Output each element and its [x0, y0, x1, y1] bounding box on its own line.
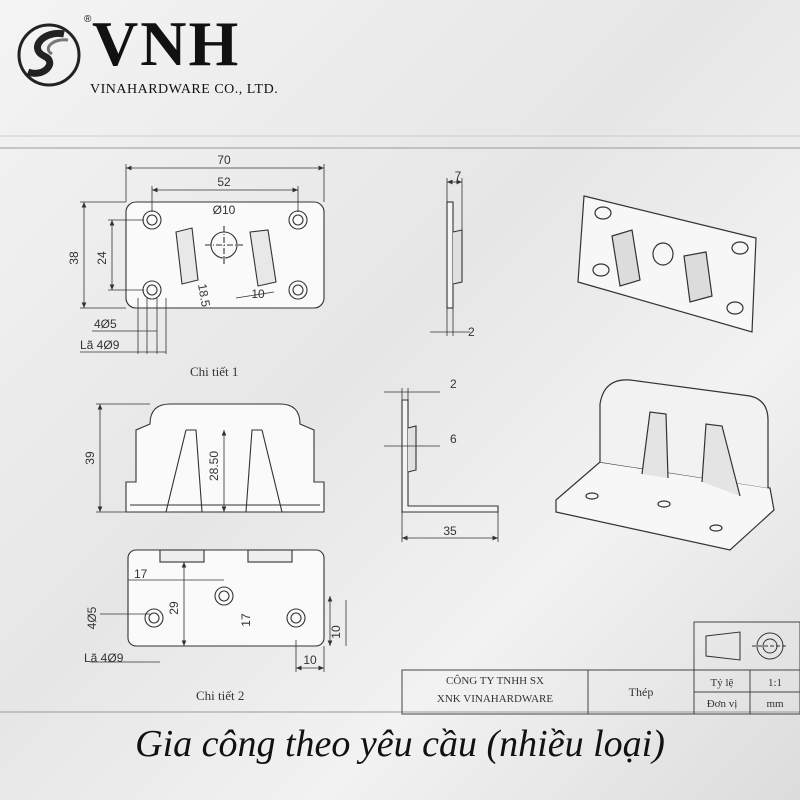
dim-bracket-thickness: 2: [450, 377, 457, 391]
material: Thép: [629, 685, 654, 699]
detail2-isometric: [555, 379, 775, 551]
dim-height: 38: [67, 251, 81, 265]
projection-symbol: [705, 631, 788, 661]
dim-side-width: 7: [455, 169, 462, 183]
dim-countersink-spec-2: Lã 4Ø9: [84, 651, 124, 665]
dim-slot-length: 18.5: [195, 283, 213, 309]
dim-depth: 35: [443, 524, 457, 538]
brand-name: VNH: [92, 8, 241, 79]
detail1-label: Chi tiết 1: [190, 364, 238, 379]
dim-hole-span-vertical: 29: [167, 601, 181, 615]
registered-mark: ®: [84, 14, 92, 25]
company-line-1: CÔNG TY TNHH SX: [446, 675, 544, 687]
dim-hole-spec: 4Ø5: [94, 317, 117, 331]
dim-center-hole: Ø10: [213, 203, 236, 217]
dim-countersink-spec: Lã 4Ø9: [80, 338, 120, 352]
detail2-top-view: [127, 549, 325, 647]
dim-tab-height: 28.50: [207, 451, 221, 481]
dim-lip: 6: [450, 432, 457, 446]
dim-hole-spec-2: 4Ø5: [85, 606, 99, 629]
dim-slot-width: 10: [251, 287, 265, 301]
unit-value: mm: [766, 698, 784, 710]
detail1-side-view: [430, 178, 470, 336]
dim-edge-horizontal: 10: [303, 653, 317, 667]
detail2-side-view: [384, 388, 499, 542]
detail1-dimensions: [80, 164, 325, 354]
detail2-label: Chi tiết 2: [196, 688, 244, 703]
dim-thickness: 2: [468, 325, 475, 339]
caption: Gia công theo yêu cầu (nhiều loại): [135, 723, 665, 765]
dim-bracket-height: 39: [83, 451, 97, 465]
company-line-2: XNK VINAHARDWARE: [437, 693, 553, 705]
dim-edge-vertical: 10: [329, 625, 343, 639]
detail2-front-view: [125, 403, 325, 513]
title-block: [401, 621, 800, 715]
dim-edge: 17: [134, 567, 148, 581]
unit-label: Đơn vị: [707, 698, 738, 710]
detail1-front-view: [125, 201, 325, 309]
detail1-isometric: [577, 195, 757, 333]
vnh-logo-emblem: [17, 23, 81, 87]
dim-width: 70: [217, 153, 231, 167]
dim-hole-vspan: 24: [95, 251, 109, 265]
dim-hole-span: 52: [217, 175, 231, 189]
scale-value: 1:1: [768, 677, 782, 689]
company-name: VINAHARDWARE CO., LTD.: [90, 82, 279, 97]
dim-hole-offset: 17: [239, 613, 253, 627]
scale-label: Tỷ lệ: [711, 677, 734, 689]
